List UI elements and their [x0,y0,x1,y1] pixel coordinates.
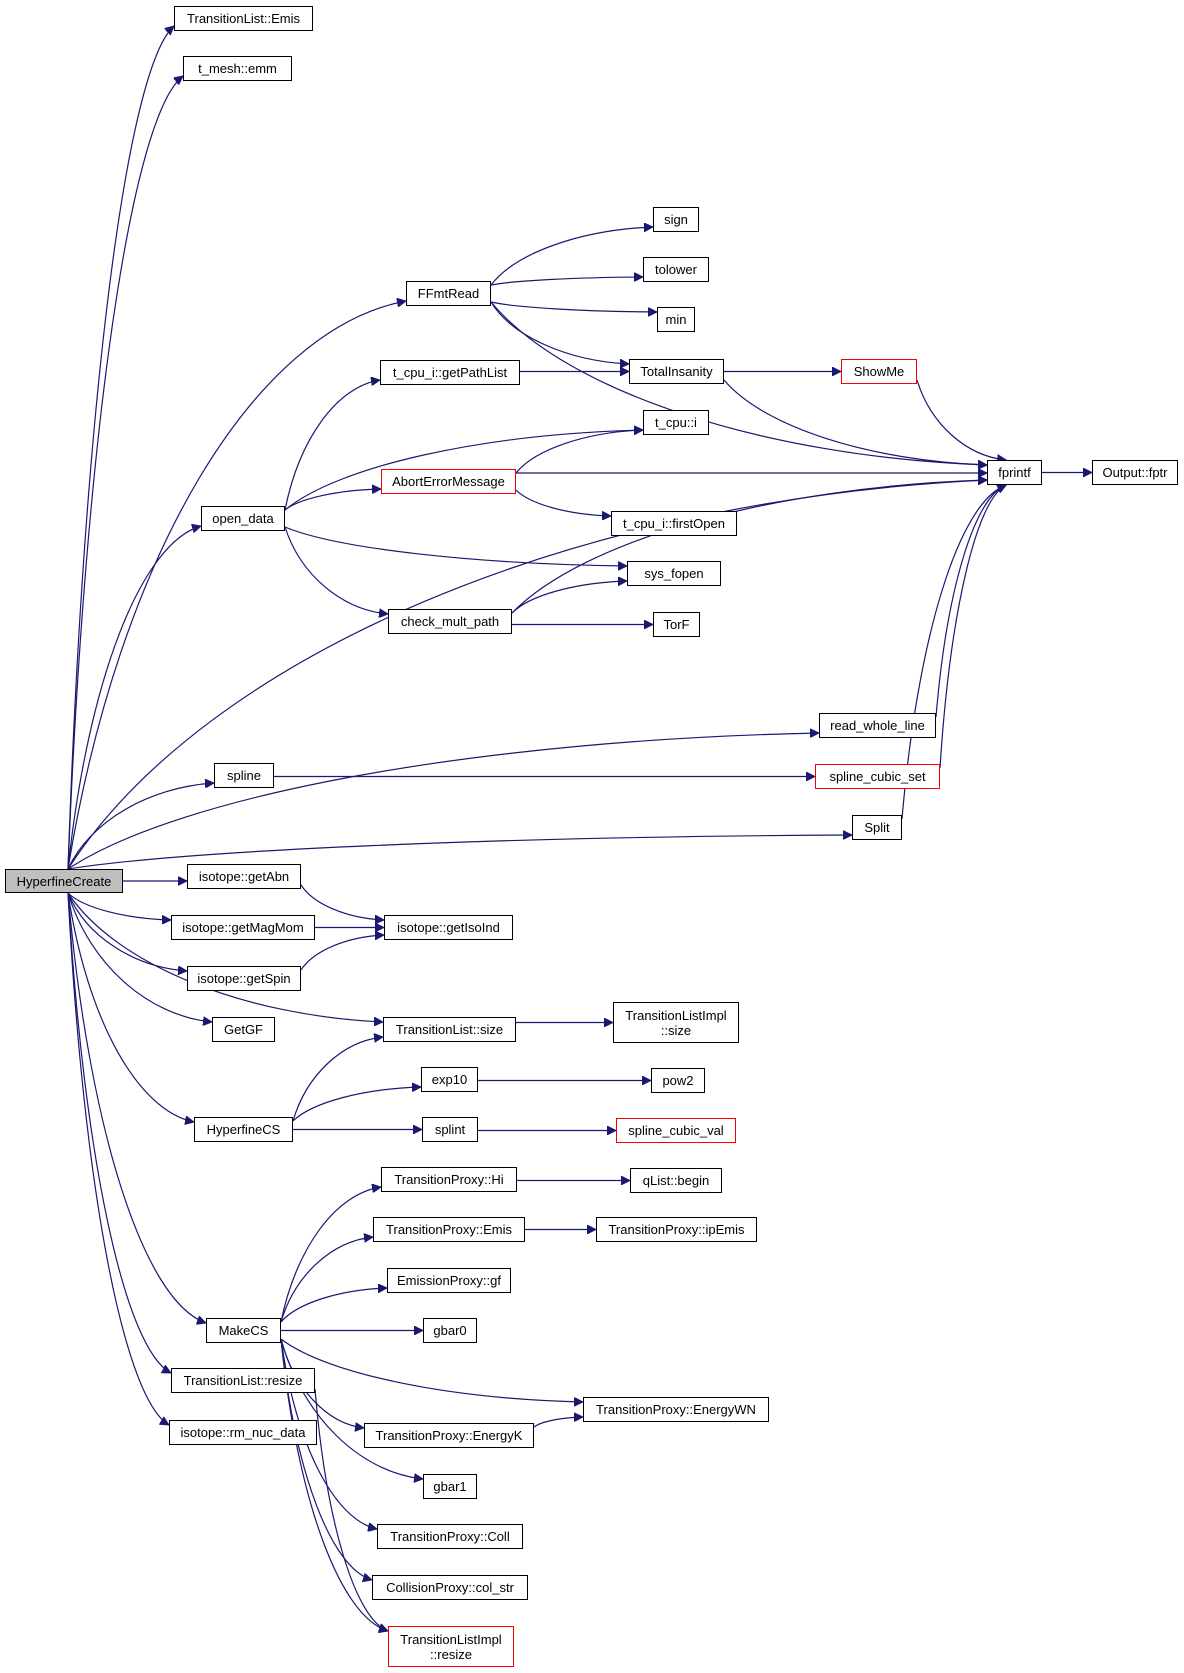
node-getgf[interactable]: GetGF [212,1017,275,1042]
edge-getspin-to-getisoind [300,935,384,971]
edge-hyperfine-create-to-ffmtread [67,301,406,870]
node-tp-emis[interactable]: TransitionProxy::Emis [373,1217,525,1242]
node-getabn[interactable]: isotope::getAbn [187,864,301,889]
node-tl-size[interactable]: TransitionList::size [383,1017,516,1042]
edge-ffmtread-to-sign [490,227,653,286]
edge-makecs-to-gbar1 [280,1338,423,1479]
edge-ffmtread-to-min [490,301,657,312]
edge-read-whole-line-to-fprintf [935,485,1006,718]
node-tl-resize[interactable]: TransitionList::resize [171,1368,315,1393]
node-open-data[interactable]: open_data [201,506,285,531]
node-getspin[interactable]: isotope::getSpin [187,966,301,991]
edge-split-to-fprintf [901,485,1006,820]
node-tp-energyk[interactable]: TransitionProxy::EnergyK [364,1423,534,1448]
edge-hyperfinecs-to-exp10 [292,1087,421,1122]
node-aborterror[interactable]: AbortErrorMessage [381,469,516,494]
node-getisoind[interactable]: isotope::getIsoInd [384,915,513,940]
node-splint[interactable]: splint [422,1117,478,1142]
edge-ffmtread-to-totalinsanity [490,301,629,364]
edge-makecs-to-tp-energywn [280,1338,583,1402]
node-tp-coll[interactable]: TransitionProxy::Coll [377,1524,523,1549]
edge-getabn-to-getisoind [300,884,384,920]
node-sys-fopen[interactable]: sys_fopen [627,561,721,586]
edge-hyperfine-create-to-makecs [67,892,206,1323]
edge-hyperfinecs-to-tl-size [292,1037,383,1122]
edge-spline-cubic-set-to-fprintf [939,485,1006,769]
edge-hyperfine-create-to-getgf [67,892,212,1022]
node-pow2[interactable]: pow2 [651,1068,705,1093]
edge-check-mult-path-to-sys-fopen [511,581,627,614]
node-gbar0[interactable]: gbar0 [423,1318,477,1343]
node-rm-nuc-data[interactable]: isotope::rm_nuc_data [169,1420,317,1445]
edge-aborterror-to-firstopen [515,489,611,516]
edge-tp-energyk-to-tp-energywn [533,1417,583,1428]
node-spline-cubic-val[interactable]: spline_cubic_val [616,1118,736,1143]
edge-open-data-to-aborterror [284,489,381,511]
node-hyperfine-create[interactable]: HyperfineCreate [5,869,123,893]
node-ep-gf[interactable]: EmissionProxy::gf [387,1268,511,1293]
edge-hyperfine-create-to-rm-nuc-data [67,892,169,1426]
edge-open-data-to-sys-fopen [284,526,627,566]
edge-hyperfine-create-to-read-whole-line [67,733,819,870]
edge-ffmtread-to-tolower [490,277,643,286]
edge-hyperfine-create-to-t-mesh-emm [67,76,183,870]
edge-open-data-to-t-cpu-getpathlist [284,380,380,511]
node-min[interactable]: min [657,307,695,332]
node-gbar1[interactable]: gbar1 [423,1474,477,1499]
edge-hyperfine-create-to-getspin [67,892,187,971]
edge-makecs-to-tli-resize [280,1338,388,1631]
node-t-cpu-getpathlist[interactable]: t_cpu_i::getPathList [380,360,520,385]
node-tl-emis[interactable]: TransitionList::Emis [174,6,313,31]
node-spline-cubic-set[interactable]: spline_cubic_set [815,764,940,789]
node-check-mult-path[interactable]: check_mult_path [388,609,512,634]
edge-hyperfine-create-to-tl-size [67,892,383,1022]
node-tp-hi[interactable]: TransitionProxy::Hi [381,1167,517,1192]
node-makecs[interactable]: MakeCS [206,1318,281,1343]
edge-makecs-to-ep-gf [280,1288,387,1323]
node-tp-ipemis[interactable]: TransitionProxy::ipEmis [596,1217,757,1242]
edge-open-data-to-t-cpu-i [284,430,643,511]
node-t-mesh-emm[interactable]: t_mesh::emm [183,56,292,81]
node-qlist-begin[interactable]: qList::begin [630,1168,722,1193]
edge-showme-to-fprintf [916,379,1006,460]
node-split[interactable]: Split [852,815,902,840]
edge-hyperfine-create-to-split [67,835,852,870]
node-ffmtread[interactable]: FFmtRead [406,281,491,306]
node-hyperfinecs[interactable]: HyperfineCS [194,1117,293,1142]
node-sign[interactable]: sign [653,207,699,232]
edge-hyperfine-create-to-tl-emis [67,26,174,870]
edge-open-data-to-check-mult-path [284,526,388,614]
node-getmagmom[interactable]: isotope::getMagMom [171,915,315,940]
edge-hyperfine-create-to-spline [67,783,214,870]
edge-check-mult-path-to-fprintf [511,480,987,614]
edge-hyperfine-create-to-hyperfinecs [67,892,194,1122]
node-tp-energywn[interactable]: TransitionProxy::EnergyWN [583,1397,769,1422]
node-tli-size[interactable]: TransitionListImpl ::size [613,1002,739,1043]
edge-makecs-to-tp-hi [280,1187,381,1323]
edge-aborterror-to-t-cpu-i [515,430,643,474]
edge-tl-resize-to-tli-resize [314,1388,388,1631]
edge-hyperfine-create-to-open-data [67,526,201,870]
node-fprintf[interactable]: fprintf [987,460,1042,485]
node-firstopen[interactable]: t_cpu_i::firstOpen [611,511,737,536]
node-output-fptr[interactable]: Output::fptr [1092,460,1178,485]
node-tolower[interactable]: tolower [643,257,709,282]
node-showme[interactable]: ShowMe [841,359,917,384]
edge-hyperfine-create-to-tl-resize [67,892,171,1374]
node-exp10[interactable]: exp10 [421,1067,478,1092]
edge-hyperfine-create-to-getmagmom [67,892,171,920]
edge-makecs-to-tp-emis [280,1237,373,1323]
node-totalinsanity[interactable]: TotalInsanity [629,359,724,384]
node-cp-col-str[interactable]: CollisionProxy::col_str [372,1575,528,1600]
node-spline[interactable]: spline [214,763,274,788]
node-torf[interactable]: TorF [653,612,700,637]
edge-totalinsanity-to-fprintf [723,379,987,465]
node-t-cpu-i[interactable]: t_cpu::i [643,410,709,435]
node-tli-resize[interactable]: TransitionListImpl ::resize [388,1626,514,1667]
node-read-whole-line[interactable]: read_whole_line [819,713,936,738]
